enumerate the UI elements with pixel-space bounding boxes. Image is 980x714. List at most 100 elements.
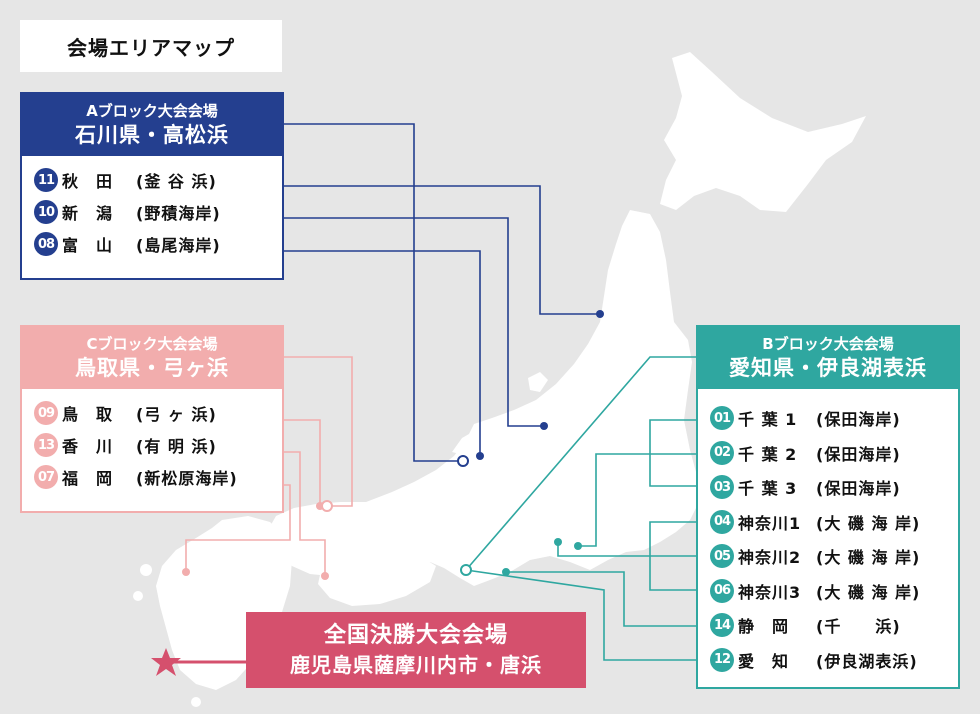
leader-line-block-a xyxy=(284,123,463,462)
venue-prefecture: 鳥 取 xyxy=(62,405,114,424)
national-final-title: 全国決勝大会会場 xyxy=(323,623,508,648)
island xyxy=(140,564,152,576)
block-c-header: Cブロック大会会場 鳥取県・弓ヶ浜 xyxy=(22,327,282,389)
venue-item: 04 神奈川1 (大 磯 海 岸) xyxy=(710,505,958,540)
block-c-subtitle: Cブロック大会会場 xyxy=(86,335,218,353)
venue-item: 05 神奈川2 (大 磯 海 岸) xyxy=(710,539,958,574)
sado-island xyxy=(528,372,548,392)
marker-shizuoka xyxy=(502,568,510,576)
venue-prefecture: 秋 田 xyxy=(62,172,114,191)
venue-item: 08 富 山 (島尾海岸) xyxy=(34,228,282,260)
map-title: 会場エリアマップ xyxy=(20,20,282,72)
marker-ishikawa-venue xyxy=(457,455,469,467)
star-icon xyxy=(151,648,181,676)
marker-kagawa xyxy=(321,572,329,580)
marker-kanagawa xyxy=(554,538,562,546)
block-c-title: 鳥取県・弓ヶ浜 xyxy=(75,356,229,380)
shikoku-landmass xyxy=(318,544,436,606)
venue-beach: (伊良湖表浜) xyxy=(816,651,918,671)
venue-beach: (千 浜) xyxy=(816,617,901,637)
leader-line-chiba-1 xyxy=(649,419,696,487)
leader-line-fukuoka xyxy=(185,484,291,572)
venue-item: 01 千 葉 1 (保田海岸) xyxy=(710,401,958,436)
block-b-title: 愛知県・伊良湖表浜 xyxy=(729,356,927,380)
venue-number-badge: 02 xyxy=(710,440,734,465)
venue-beach: (有 明 浜) xyxy=(136,437,217,456)
venue-item: 09 鳥 取 (弓 ヶ 浜) xyxy=(34,397,282,429)
venue-number-badge: 04 xyxy=(710,509,734,534)
venue-item: 02 千 葉 2 (保田海岸) xyxy=(710,436,958,471)
venue-number-badge: 08 xyxy=(34,232,58,256)
block-b-subtitle: Bブロック大会会場 xyxy=(762,335,894,353)
venue-prefecture: 千 葉 1 xyxy=(738,410,798,430)
block-a-venue-list: 11 秋 田 (釜 谷 浜) 10 新 潟 (野積海岸) 08 富 山 (島尾海… xyxy=(22,156,282,260)
venue-item: 11 秋 田 (釜 谷 浜) xyxy=(34,164,282,196)
leader-line-block-b xyxy=(465,356,696,571)
venue-prefecture: 神奈川3 xyxy=(738,582,802,602)
leader-line-kanagawa-5 xyxy=(557,542,696,557)
venue-number-badge: 05 xyxy=(710,544,734,569)
venue-beach: (保田海岸) xyxy=(816,410,901,430)
leader-line-toyama xyxy=(284,250,481,456)
marker-akita xyxy=(596,310,604,318)
block-a-subtitle: Aブロック大会会場 xyxy=(86,102,218,120)
venue-item: 13 香 川 (有 明 浜) xyxy=(34,429,282,461)
block-b-panel: Bブロック大会会場 愛知県・伊良湖表浜 01 千 葉 1 (保田海岸) 02 千… xyxy=(696,325,960,689)
venue-beach: (弓 ヶ 浜) xyxy=(136,405,217,424)
block-a-panel: Aブロック大会会場 石川県・高松浜 11 秋 田 (釜 谷 浜) 10 新 潟 … xyxy=(20,92,284,280)
venue-prefecture: 千 葉 3 xyxy=(738,479,798,499)
venue-prefecture: 新 潟 xyxy=(62,204,114,223)
venue-beach: (野積海岸) xyxy=(136,204,221,223)
venue-beach: (新松原海岸) xyxy=(136,469,238,488)
national-final-panel: 全国決勝大会会場 鹿児島県薩摩川内市・唐浜 xyxy=(246,612,586,688)
venue-item: 14 静 岡 (千 浜) xyxy=(710,608,958,643)
venue-prefecture: 福 岡 xyxy=(62,469,114,488)
block-b-venue-list: 01 千 葉 1 (保田海岸) 02 千 葉 2 (保田海岸) 03 千 葉 3… xyxy=(698,389,958,677)
block-c-panel: Cブロック大会会場 鳥取県・弓ヶ浜 09 鳥 取 (弓 ヶ 浜) 13 香 川 … xyxy=(20,325,284,513)
island xyxy=(133,591,143,601)
leader-line-shizuoka xyxy=(506,571,696,627)
venue-item: 06 神奈川3 (大 磯 海 岸) xyxy=(710,574,958,609)
venue-beach: (保田海岸) xyxy=(816,444,901,464)
venue-beach: (大 磯 海 岸) xyxy=(816,548,921,568)
leader-line-block-c xyxy=(284,356,353,507)
venue-number-badge: 13 xyxy=(34,433,58,457)
venue-number-badge: 14 xyxy=(710,613,734,638)
block-b-header: Bブロック大会会場 愛知県・伊良湖表浜 xyxy=(698,327,958,389)
venue-prefecture: 愛 知 xyxy=(738,651,790,671)
venue-beach: (保田海岸) xyxy=(816,479,901,499)
marker-niigata xyxy=(540,422,548,430)
block-a-header: Aブロック大会会場 石川県・高松浜 xyxy=(22,94,282,156)
venue-number-badge: 11 xyxy=(34,168,58,192)
leader-line-chiba-2 xyxy=(578,453,696,547)
marker-chiba xyxy=(574,542,582,550)
venue-number-badge: 03 xyxy=(710,475,734,500)
venue-prefecture: 千 葉 2 xyxy=(738,444,798,464)
marker-yumigahama-venue xyxy=(321,500,333,512)
venue-prefecture: 香 川 xyxy=(62,437,114,456)
venue-number-badge: 06 xyxy=(710,578,734,603)
venue-number-badge: 12 xyxy=(710,647,734,672)
island xyxy=(191,697,201,707)
leader-line-niigata xyxy=(284,217,544,427)
venue-beach: (島尾海岸) xyxy=(136,236,221,255)
hokkaido-landmass xyxy=(660,52,866,212)
venue-beach: (釜 谷 浜) xyxy=(136,172,217,191)
venue-number-badge: 01 xyxy=(710,406,734,431)
venue-item: 03 千 葉 3 (保田海岸) xyxy=(710,470,958,505)
honshu-landmass xyxy=(268,210,700,586)
leader-line-kagawa xyxy=(284,451,326,576)
marker-irago-venue xyxy=(460,564,472,576)
marker-fukuoka xyxy=(182,568,190,576)
leader-line-aichi xyxy=(465,569,696,661)
venue-prefecture: 静 岡 xyxy=(738,617,790,637)
leader-line-tottori xyxy=(284,419,321,506)
venue-beach: (大 磯 海 岸) xyxy=(816,582,921,602)
venue-item: 12 愛 知 (伊良湖表浜) xyxy=(710,643,958,678)
venue-number-badge: 07 xyxy=(34,465,58,489)
venue-number-badge: 09 xyxy=(34,401,58,425)
block-c-venue-list: 09 鳥 取 (弓 ヶ 浜) 13 香 川 (有 明 浜) 07 福 岡 (新松… xyxy=(22,389,282,493)
venue-prefecture: 神奈川1 xyxy=(738,513,802,533)
marker-toyama xyxy=(476,452,484,460)
